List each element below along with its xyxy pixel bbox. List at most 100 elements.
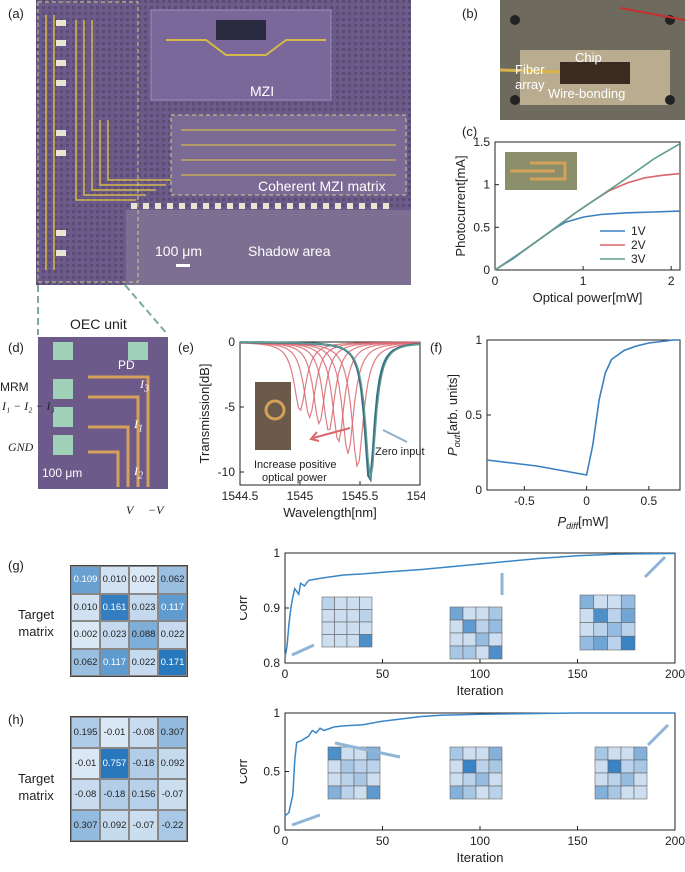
c-xtick-label-1: 1 — [580, 274, 587, 288]
g-mini-0-cell-7 — [359, 609, 373, 623]
h-mini-1-cell-14 — [475, 785, 490, 800]
h-mini-2-cell-1 — [607, 746, 622, 761]
h-mini-2-cell-5 — [607, 759, 622, 774]
note-increase-1: Increase positive — [254, 459, 337, 471]
matrix-cell: -0.01 — [71, 748, 100, 779]
f-xtick-label-2: 0.5 — [641, 494, 658, 508]
chip-label: Chip — [575, 50, 602, 65]
g-mini-0-cell-2 — [346, 596, 360, 610]
h-mini-2-cell-2 — [620, 746, 635, 761]
matrix-cell: 0.161 — [100, 593, 129, 621]
g-mini-1-cell-4 — [449, 619, 464, 634]
g-mini-1-cell-14 — [475, 645, 490, 660]
matrix-cell: 0.307 — [71, 810, 100, 841]
g-mini-2-cell-0 — [579, 594, 595, 610]
g-mini-0-cell-14 — [346, 634, 360, 648]
e-arrow-red — [312, 427, 351, 439]
matrix-cell: 0.023 — [100, 621, 129, 649]
matrix-cell: 0.109 — [71, 566, 100, 594]
g-mini-2-cell-2 — [607, 594, 622, 610]
h-mini-2-cell-15 — [633, 785, 648, 800]
matrix-cell: 0.023 — [129, 593, 158, 621]
g-series — [284, 552, 676, 658]
panel-label-g: (g) — [8, 558, 24, 573]
g-arrow-2 — [643, 555, 667, 579]
e-xtick-label-1: 1545 — [287, 489, 314, 503]
f-ytick-label-1: 0.5 — [465, 408, 482, 422]
f-xtick-label-0: -0.5 — [514, 494, 535, 508]
c-xlabel: Optical power[mW] — [533, 290, 643, 305]
e-zero-input-curve-2 — [240, 341, 421, 479]
g-mini-0-cell-0 — [321, 596, 335, 610]
e-xtick-label-3: 1546 — [407, 489, 425, 503]
g-mini-1-cell-10 — [475, 632, 490, 647]
f-ylabel: Pout[arb. units] — [445, 374, 462, 456]
scale-bar-a — [176, 264, 190, 267]
h-mini-2-cell-9 — [607, 772, 622, 787]
c-xtick-label-0: 0 — [492, 274, 499, 288]
note-increase-2: optical power — [262, 472, 327, 484]
g-mini-2-cell-8 — [579, 622, 595, 637]
g-mini-1-cell-0 — [449, 606, 464, 621]
c-xtick-label-2: 2 — [668, 274, 675, 288]
g-mini-2-cell-15 — [620, 635, 636, 651]
matrix-cell: 0.002 — [129, 566, 158, 594]
scale-bar-label-d: 100 μm — [42, 466, 83, 480]
matrix-cell: 0.092 — [100, 810, 129, 841]
g-mini-1-cell-1 — [462, 606, 477, 621]
g-xtick-label-3: 150 — [567, 667, 587, 681]
h-mini-1-cell-15 — [488, 785, 503, 800]
matrix-cell: 0.062 — [158, 566, 187, 594]
h-mini-0-cell-15 — [366, 785, 381, 800]
g-ytick-label-2: 1 — [273, 546, 280, 560]
e-xlabel: Wavelength[nm] — [283, 505, 376, 520]
mzi-matrix-label: Coherent MZI matrix — [258, 178, 386, 194]
g-mini-2-cell-3 — [620, 594, 636, 610]
matrix-cell: -0.22 — [158, 810, 187, 841]
chip-micrograph — [36, 0, 411, 285]
h-xtick-label-0: 0 — [282, 834, 289, 848]
chart-transmission: 1544.515451545.515460-5-10Wavelength[nm]… — [197, 335, 425, 520]
g-mini-0-cell-8 — [321, 621, 335, 635]
oec-micrograph — [38, 337, 168, 489]
h-mini-2-cell-4 — [594, 759, 609, 774]
g-mini-2-cell-1 — [593, 594, 608, 610]
g-mini-2-cell-13 — [593, 635, 608, 651]
g-mini-0-cell-5 — [334, 609, 348, 623]
g-mini-2-cell-6 — [607, 608, 622, 623]
h-arrow-0 — [291, 813, 321, 827]
h-mini-0-cell-11 — [366, 772, 381, 787]
e-arrow-red-head — [309, 431, 320, 442]
h-mini-1-cell-8 — [449, 772, 464, 787]
f-ytick-label-0: 0 — [475, 483, 482, 497]
voltage-mv-label: −V — [148, 503, 164, 517]
h-mini-0-cell-6 — [353, 759, 368, 774]
h-mini-2-cell-6 — [620, 759, 635, 774]
g-mini-0-cell-15 — [359, 634, 373, 648]
g-mini-0-cell-13 — [334, 634, 348, 648]
h-arrow-1 — [334, 741, 401, 759]
g-mini-0-cell-10 — [346, 621, 360, 635]
matrix-cell: -0.18 — [100, 779, 129, 810]
c-ytick-label-2: 1 — [483, 178, 490, 192]
c-ytick-label-3: 1.5 — [473, 135, 490, 149]
h-xtick-label-2: 100 — [470, 834, 490, 848]
h-xtick-label-3: 150 — [567, 834, 587, 848]
h-arrow-2 — [646, 723, 670, 747]
h-mini-1-cell-5 — [462, 759, 477, 774]
h-mini-0-cell-14 — [353, 785, 368, 800]
note-zero-input: Zero input — [375, 446, 425, 458]
h-mini-0-cell-1 — [340, 746, 355, 761]
g-mini-1-cell-5 — [462, 619, 477, 634]
h-ytick-label-1: 0.5 — [263, 765, 280, 779]
g-xtick-label-1: 50 — [376, 667, 390, 681]
e-frame — [239, 341, 421, 486]
h-mini-0-cell-0 — [327, 746, 342, 761]
oec-title: OEC unit — [70, 316, 127, 332]
g-mini-2-cell-14 — [607, 635, 622, 651]
